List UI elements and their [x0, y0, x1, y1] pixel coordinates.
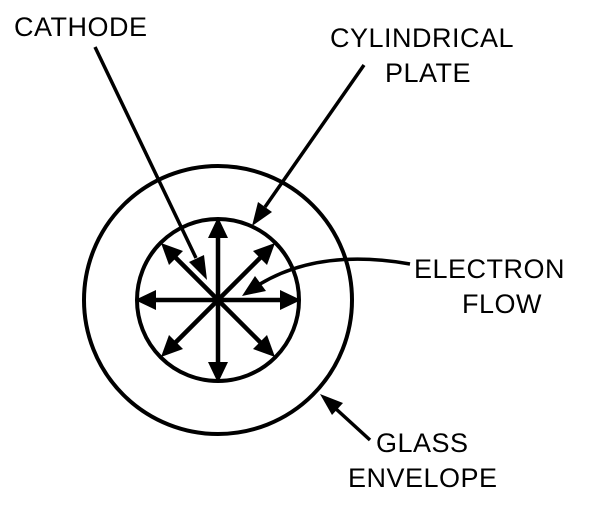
- glass-envelope-label-line1: GLASS: [376, 428, 469, 458]
- electron-arrow-southeast-shaft: [216, 298, 264, 346]
- electron-arrow-northwest-head: [161, 243, 183, 265]
- electron-arrow-south-head: [208, 362, 228, 383]
- glass-envelope-circle: [82, 164, 354, 436]
- electron-arrow-west-head: [135, 290, 156, 310]
- electron-arrow-southwest-head: [161, 335, 183, 357]
- electron-arrow-northeast-shaft: [216, 254, 264, 302]
- cathode-pointer-head: [189, 255, 207, 280]
- plate-pointer: [252, 63, 366, 226]
- electron-flow-label-line1: ELECTRON: [414, 254, 565, 284]
- plate-pointer-line: [263, 63, 366, 209]
- electron-flow-pointer-head: [242, 276, 266, 296]
- glass-pointer: [320, 394, 372, 442]
- plate-label-line1: CYLINDRICAL: [330, 23, 514, 53]
- glass-pointer-line: [333, 406, 372, 442]
- electron-arrow-southeast-head: [253, 335, 275, 357]
- electron-flow-pointer-curve: [259, 257, 411, 286]
- electron-arrow-northwest-shaft: [172, 254, 220, 302]
- electron-flow-label-line2: FLOW: [462, 289, 542, 319]
- cathode-label: CATHODE: [14, 12, 148, 42]
- electron-arrow-northeast-head: [253, 243, 275, 265]
- electron-flow-pointer: [242, 257, 411, 296]
- glass-envelope-label-line2: ENVELOPE: [348, 463, 498, 493]
- cathode-pointer: [93, 46, 207, 280]
- plate-label-line2: PLATE: [385, 58, 471, 88]
- glass-pointer-head: [320, 394, 343, 415]
- electron-arrow-east-head: [280, 290, 301, 310]
- electron-flow-arrows: [135, 217, 301, 383]
- electron-arrow-southwest-shaft: [172, 298, 220, 346]
- cathode-pointer-line: [93, 46, 198, 259]
- electron-arrow-north-head: [208, 217, 228, 238]
- plate-pointer-head: [252, 202, 272, 226]
